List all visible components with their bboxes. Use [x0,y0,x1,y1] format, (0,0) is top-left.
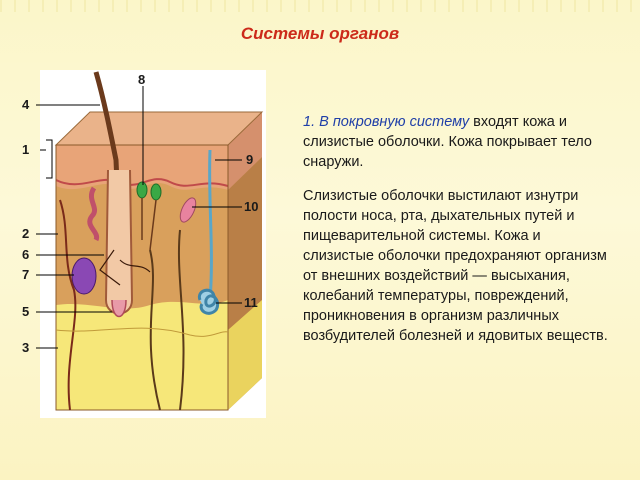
label-4: 4 [22,97,29,112]
label-11: 11 [244,295,258,310]
label-3: 3 [22,340,29,355]
paragraph-mucous-membranes: Слизистые оболочки выстилают изнутри пол… [303,186,615,346]
skin-top-surface [56,112,262,145]
label-6: 6 [22,247,29,262]
sebaceous-gland-2 [151,184,161,200]
label-5: 5 [22,304,29,319]
label-10: 10 [244,199,258,214]
sweat-duct [210,150,212,300]
label-9: 9 [246,152,253,167]
paragraph-lead: 1. В покровную систему [303,114,469,130]
purple-gland [72,258,96,294]
label-7: 7 [22,267,29,282]
hair-follicle [106,170,132,314]
paragraph-integumentary: 1. В покровную систему входят кожа и сли… [303,112,615,172]
label-8: 8 [138,72,145,87]
sebaceous-gland-1 [137,182,147,198]
fat-layer [56,300,228,410]
label-1: 1 [22,142,29,157]
label-2: 2 [22,226,29,241]
